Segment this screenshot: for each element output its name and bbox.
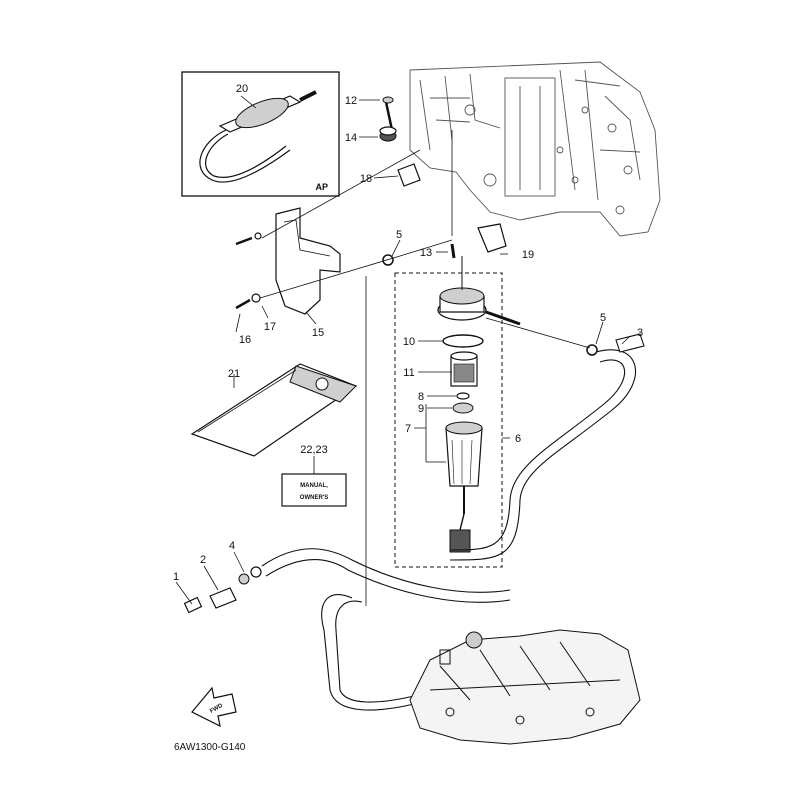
callout-14: 14: [345, 132, 357, 144]
callout-1: 1: [173, 571, 179, 583]
fwd-arrow: FWD: [191, 686, 237, 728]
intake-manifold: [409, 629, 641, 745]
callout-22-23: 22,23: [300, 444, 328, 456]
callout-2: 2: [200, 554, 206, 566]
callout-5a: 5: [396, 229, 402, 241]
callout-17: 17: [264, 321, 276, 333]
callout-5b: 5: [600, 312, 606, 324]
callout-15: 15: [312, 327, 324, 339]
callout-12: 12: [345, 95, 357, 107]
manual-label-line1: MANUAL,: [300, 483, 328, 489]
fuel-hose-3: [449, 333, 645, 561]
callout-20: 20: [236, 83, 248, 95]
callout-labels: 1 2 3 4 5 5 6 7 8 9 10 11 12 13 14 15 16…: [173, 83, 643, 583]
joint-fittings: [183, 566, 262, 614]
fuel-hose-lower: [261, 548, 511, 711]
owners-manual-box: MANUAL, OWNER'S: [281, 473, 347, 507]
callout-18: 18: [360, 173, 372, 185]
inset-tag: AP: [315, 182, 328, 192]
hardware: [235, 96, 598, 356]
fuel-filter-assembly: [394, 256, 521, 568]
manual-label-line2: OWNER'S: [300, 495, 328, 501]
callout-7: 7: [405, 423, 411, 435]
callout-11: 11: [403, 367, 414, 379]
callout-19: 19: [522, 249, 534, 261]
callout-16: 16: [239, 334, 251, 346]
callout-4: 4: [229, 540, 235, 552]
inset-primer-bulb: [181, 71, 340, 197]
tool-bag: [190, 363, 358, 457]
callout-10: 10: [403, 336, 415, 348]
callout-13: 13: [420, 247, 432, 259]
engine-block: [409, 61, 661, 237]
diagram-code: 6AW1300-G140: [174, 742, 246, 753]
bracket: [275, 207, 341, 315]
callout-21: 21: [228, 368, 240, 380]
callout-9: 9: [418, 403, 424, 415]
leader-lines: [175, 95, 631, 606]
callout-3: 3: [637, 327, 643, 339]
callout-6: 6: [515, 433, 521, 445]
callout-8: 8: [418, 391, 424, 403]
